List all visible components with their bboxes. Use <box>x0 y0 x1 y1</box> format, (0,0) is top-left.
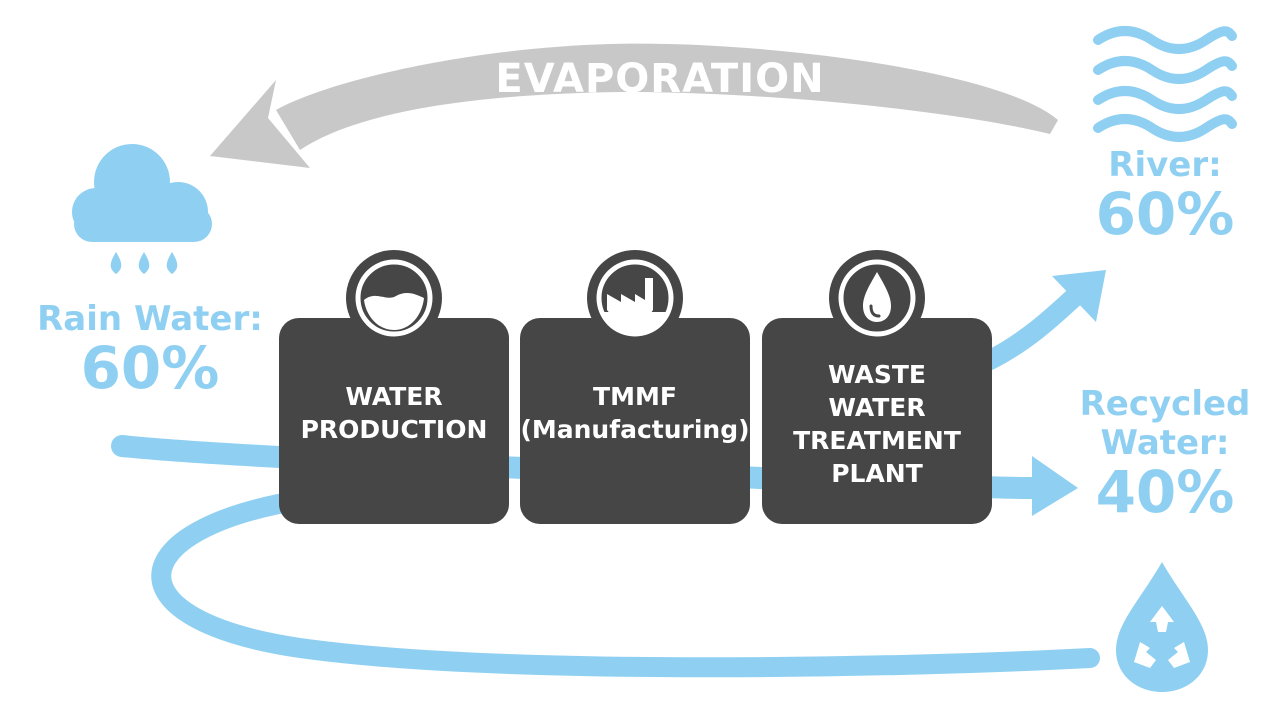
evaporation-arrow <box>210 43 1058 168</box>
river-percent: 60% <box>1095 180 1235 249</box>
recycled-water-label: Recycled Water: 40% <box>1060 384 1270 527</box>
waste-water-line4: PLANT <box>831 459 923 488</box>
recycle-drop-icon <box>1116 562 1208 692</box>
water-drop-icon <box>829 250 925 346</box>
recycled-arrowhead <box>1032 456 1078 516</box>
river-name: River: <box>1108 145 1222 185</box>
recycled-water-percent: 40% <box>1095 458 1235 527</box>
waves-icon <box>1093 26 1237 142</box>
tmmf-line2: (Manufacturing) <box>520 415 750 444</box>
factory-icon <box>587 250 683 346</box>
recycled-water-name-line1: Recycled <box>1079 384 1251 424</box>
rain-water-name: Rain Water: <box>37 299 263 339</box>
waste-water-line3: TREATMENT <box>793 426 961 455</box>
water-production-line1: WATER <box>345 382 443 411</box>
tmmf-line1: TMMF <box>593 382 677 411</box>
evaporation-label: EVAPORATION <box>495 56 825 102</box>
river-arrowhead <box>1052 270 1106 322</box>
recycled-water-name-line2: Water: <box>1100 423 1230 464</box>
waste-water-line2: WATER <box>828 393 926 422</box>
water-production-line2: PRODUCTION <box>300 415 488 444</box>
rain-water-label: Rain Water: 60% <box>20 299 280 403</box>
waste-water-treatment-box: WASTE WATER TREATMENT PLANT <box>762 318 992 524</box>
rain-water-percent: 60% <box>80 334 220 403</box>
water-production-text: WATER PRODUCTION <box>279 380 509 446</box>
water-production-box: WATER PRODUCTION <box>279 318 509 524</box>
rain-cloud-icon <box>72 144 212 274</box>
tmmf-text: TMMF (Manufacturing) <box>520 380 750 446</box>
waste-water-treatment-text: WASTE WATER TREATMENT PLANT <box>762 358 992 490</box>
waste-water-line1: WASTE <box>828 360 926 389</box>
tmmf-box: TMMF (Manufacturing) <box>520 318 750 524</box>
water-bowl-icon <box>346 250 442 346</box>
river-label: River: 60% <box>1070 145 1260 249</box>
